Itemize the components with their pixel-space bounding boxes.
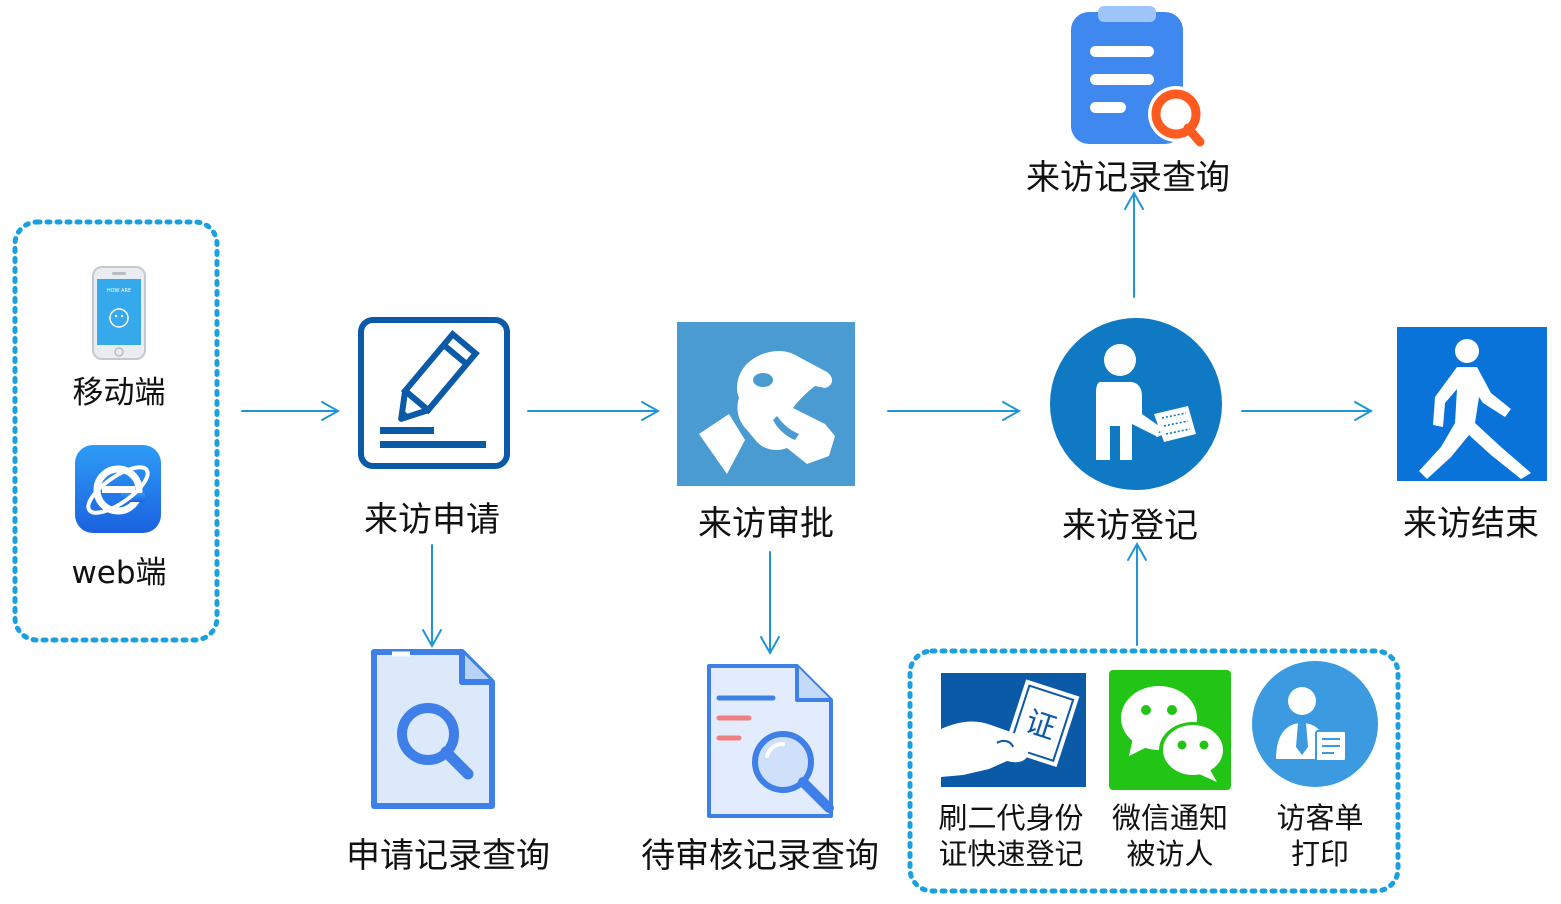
mobile-label: 移动端 bbox=[72, 375, 166, 411]
pen-edit-icon bbox=[358, 317, 510, 469]
wechat-method-label: 微信通知 被访人 bbox=[1085, 800, 1255, 872]
print-method-line1: 访客单 bbox=[1276, 801, 1364, 835]
wechat-method-line1: 微信通知 bbox=[1111, 801, 1228, 835]
web-browser-icon bbox=[75, 445, 161, 533]
file-magnifier-icon bbox=[705, 662, 839, 820]
web-label: web端 bbox=[71, 555, 167, 591]
arrow-apply-to-approve bbox=[527, 401, 661, 421]
arrow-approve-to-register bbox=[887, 401, 1022, 421]
arrow-approve-to-pending-record bbox=[760, 551, 780, 656]
wechat-icon bbox=[1109, 670, 1231, 790]
arrow-methods-to-register bbox=[1127, 541, 1147, 646]
wechat-method-line2: 被访人 bbox=[1126, 837, 1214, 871]
arrow-apply-to-apply-record bbox=[422, 544, 442, 649]
arrow-register-to-visit-record bbox=[1124, 190, 1144, 298]
apply-record-query-label: 申请记录查询 bbox=[346, 836, 550, 876]
approval-stamp-icon bbox=[677, 322, 855, 486]
pending-record-query-label: 待审核记录查询 bbox=[641, 836, 879, 876]
step-apply-label: 来访申请 bbox=[364, 500, 500, 540]
arrow-register-to-finish bbox=[1241, 401, 1374, 421]
step-finish-label: 来访结束 bbox=[1403, 504, 1539, 544]
id-card-method-label: 刷二代身份 证快速登记 bbox=[926, 800, 1096, 872]
register-writing-icon bbox=[1050, 318, 1222, 490]
id-card-swipe-icon: 证 bbox=[941, 673, 1086, 787]
register-methods-group-border bbox=[907, 648, 1401, 894]
clients-group-border bbox=[12, 219, 220, 643]
arrow-clients-to-apply bbox=[241, 401, 341, 421]
visit-record-query-label: 来访记录查询 bbox=[1026, 158, 1230, 198]
mobile-phone-icon: HOW ARE bbox=[92, 266, 146, 360]
step-register-label: 来访登记 bbox=[1062, 506, 1198, 546]
step-approve-label: 来访审批 bbox=[698, 504, 834, 544]
visitor-slip-print-icon bbox=[1252, 661, 1378, 787]
phone-screen-text: HOW ARE bbox=[107, 288, 131, 294]
id-card-method-line1: 刷二代身份 bbox=[938, 801, 1084, 835]
print-method-label: 访客单 打印 bbox=[1235, 800, 1405, 872]
document-search-icon bbox=[370, 648, 496, 810]
clipboard-search-icon bbox=[1068, 4, 1208, 148]
print-method-line2: 打印 bbox=[1290, 837, 1349, 871]
walking-person-icon bbox=[1397, 327, 1547, 481]
id-card-method-line2: 证快速登记 bbox=[938, 837, 1084, 871]
